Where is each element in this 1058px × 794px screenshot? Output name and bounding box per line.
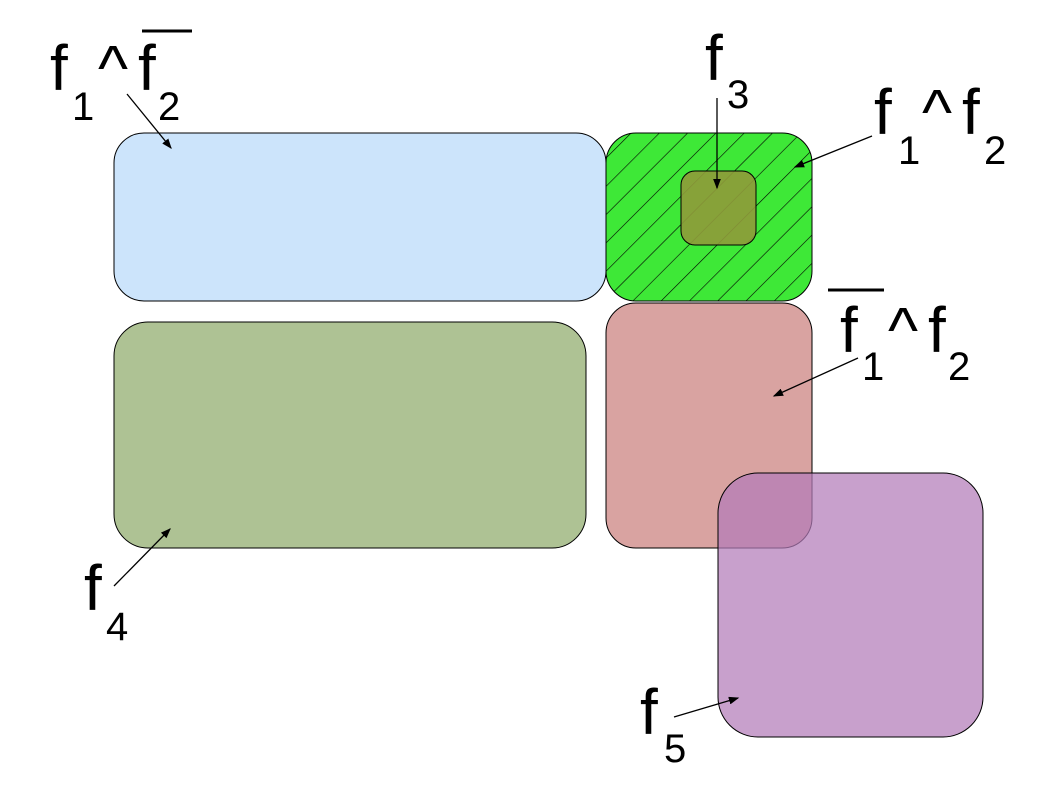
- label-operator: ^: [888, 294, 918, 366]
- arrow-f4: [113, 528, 171, 587]
- label-base: f: [138, 32, 156, 104]
- label-base: f: [50, 32, 68, 104]
- label-base: f: [705, 22, 723, 94]
- label-f4: f 4: [84, 552, 128, 649]
- label-subscript: 2: [948, 345, 970, 389]
- region-f4: [113, 321, 587, 549]
- label-operator: ^: [98, 32, 128, 104]
- region-f5: [717, 472, 984, 738]
- label-base: f: [874, 76, 892, 148]
- label-operator: ^: [922, 76, 952, 148]
- label-subscript: 4: [106, 605, 128, 649]
- label-f1-and-f2: f 1 ^ f 2: [874, 76, 1006, 173]
- label-f1-and-not-f2: f 1 ^ f 2: [50, 29, 192, 129]
- label-subscript: 1: [862, 345, 884, 389]
- label-subscript: 5: [664, 727, 686, 771]
- label-base: f: [840, 294, 858, 366]
- label-subscript: 2: [984, 129, 1006, 173]
- label-base: f: [640, 676, 658, 748]
- arrow-f1-and-f2: [793, 135, 873, 168]
- label-subscript: 3: [727, 73, 749, 117]
- label-f3: f 3: [705, 22, 749, 117]
- arrow-not-f1-and-f2: [772, 357, 859, 397]
- label-f5: f 5: [640, 676, 686, 771]
- label-base: f: [962, 76, 980, 148]
- label-not-f1-and-f2: f 1 ^ f 2: [828, 288, 970, 389]
- arrow-f5: [673, 696, 740, 718]
- label-base: f: [928, 294, 946, 366]
- label-base: f: [84, 552, 102, 624]
- label-subscript: 1: [72, 85, 94, 129]
- arrow-f1-and-not-f2: [126, 93, 172, 150]
- label-subscript: 1: [898, 129, 920, 173]
- region-f3: [680, 170, 757, 246]
- region-f1-and-not-f2: [113, 132, 607, 302]
- label-subscript: 2: [158, 85, 180, 129]
